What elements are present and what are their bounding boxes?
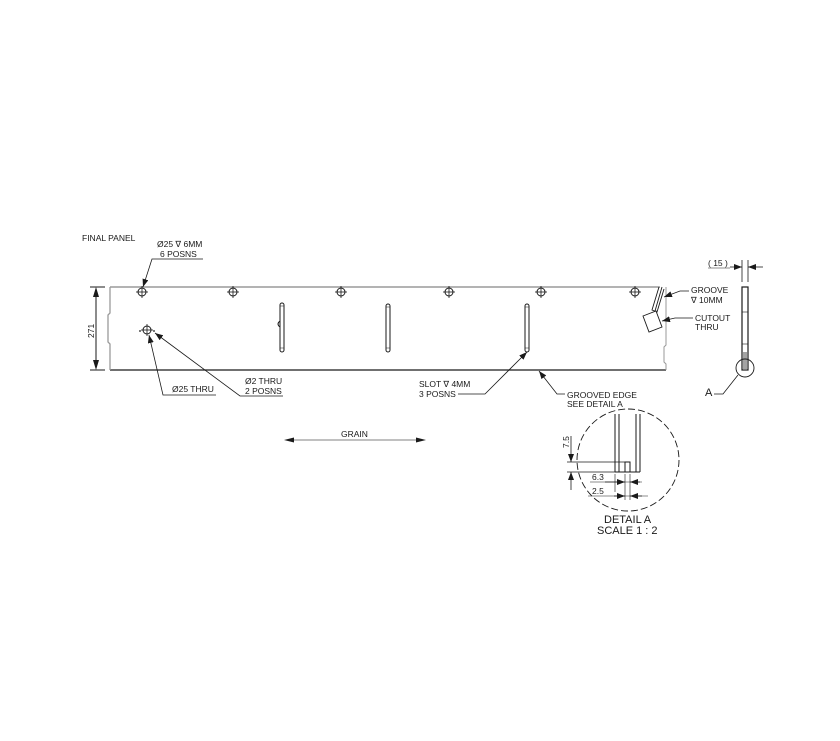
svg-text:CUTOUT: CUTOUT [695,313,730,323]
svg-text:Ø25 THRU: Ø25 THRU [172,384,214,394]
svg-text:GRAIN: GRAIN [341,429,368,439]
svg-text:3 POSNS: 3 POSNS [419,389,456,399]
hole-crosshair-icon [443,286,455,298]
svg-text:∇ 10MM: ∇ 10MM [690,295,723,305]
detail-dim-offset: 6.3 [592,472,604,482]
grain-arrow: GRAIN [284,429,426,443]
callout-cutout: CUTOUT THRU [661,313,730,332]
hole-crosshair-icon [629,286,641,298]
svg-text:2 POSNS: 2 POSNS [245,386,282,396]
detail-a: 7.5 6.3 2.5 DETAIL A SCALE 1 : 2 [561,408,680,537]
svg-text:THRU: THRU [695,322,719,332]
hole-crosshair-icon [535,286,547,298]
svg-text:Ø2 THRU: Ø2 THRU [245,376,282,386]
callout-top-holes: Ø25 ∇ 6MM 6 POSNS [142,239,203,288]
detail-title: DETAIL A [604,514,652,526]
detail-marker-label: A [705,387,713,399]
callout-grooved-edge: GROOVED EDGE SEE DETAIL A [538,370,637,409]
hole-crosshair-icon [227,286,239,298]
svg-text:GROOVE: GROOVE [691,285,729,295]
svg-text:6 POSNS: 6 POSNS [160,249,197,259]
callout-groove: GROOVE ∇ 10MM [663,285,729,305]
top-holes [136,286,641,298]
detail-dim-depth: 7.5 [561,436,571,448]
panel-outline [107,286,667,371]
side-view: ( 15 ) A [705,258,763,399]
height-dimension: 271 [86,286,105,371]
thickness-dim-label: ( 15 ) [708,258,728,268]
svg-text:SEE DETAIL A: SEE DETAIL A [567,399,623,409]
detail-dim-width: 2.5 [592,486,604,496]
height-dim-label: 271 [86,324,96,338]
drawing-title: FINAL PANEL [82,233,136,243]
callout-pin-holes: Ø2 THRU 2 POSNS [154,332,283,397]
groove-cutout [642,286,665,333]
detail-scale: SCALE 1 : 2 [597,525,658,537]
callout-thru-hole: Ø25 THRU [147,334,216,396]
callout-slot: SLOT ∇ 4MM 3 POSNS [419,351,528,399]
svg-text:SLOT ∇ 4MM: SLOT ∇ 4MM [419,379,470,389]
svg-text:GROOVED EDGE: GROOVED EDGE [567,390,637,400]
slots [277,302,530,353]
thru-hole [139,324,155,336]
svg-text:Ø25 ∇ 6MM: Ø25 ∇ 6MM [157,239,202,249]
hole-crosshair-icon [335,286,347,298]
hole-crosshair-icon [136,286,148,298]
